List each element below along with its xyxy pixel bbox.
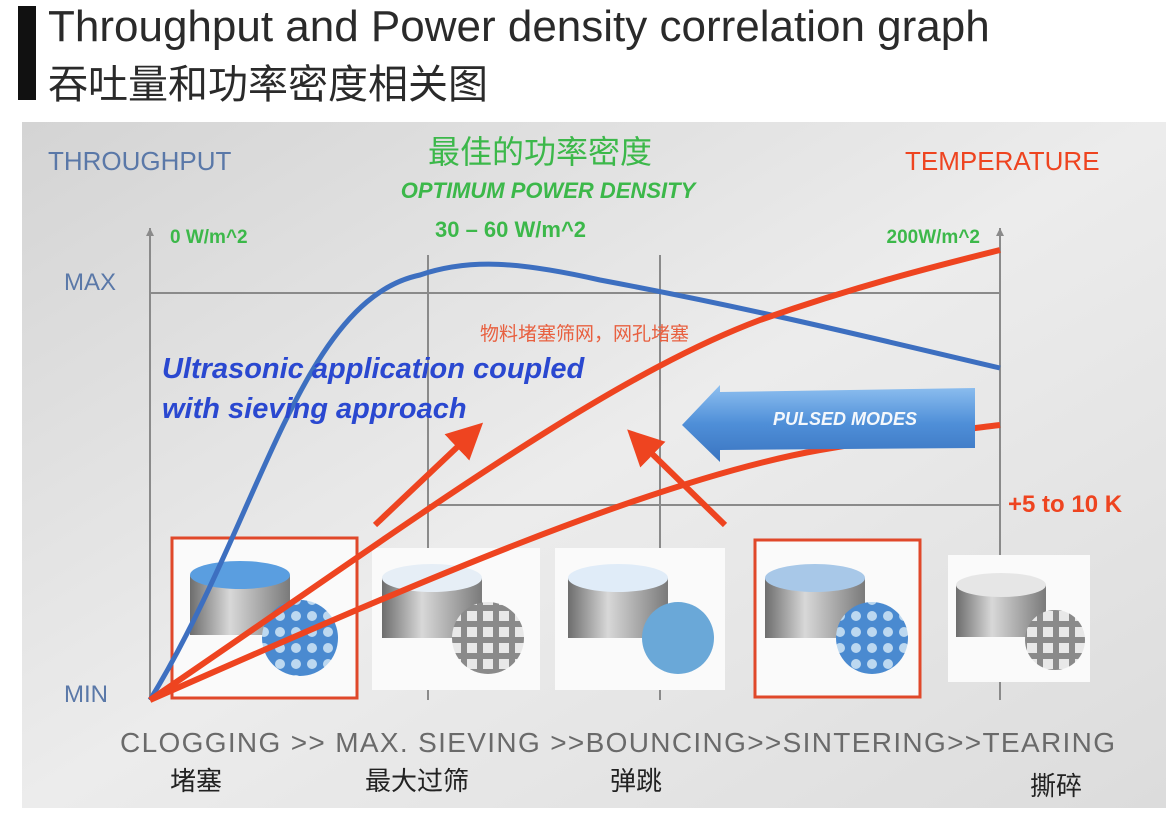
pulsed-modes-label: PULSED MODES: [773, 409, 917, 429]
stage-cn-max-sieving: 最大过筛: [365, 767, 469, 797]
optimum-label-en: OPTIMUM POWER DENSITY: [401, 178, 698, 203]
right-axis-arrow-icon: [996, 228, 1004, 236]
red-arrow-left-icon: [372, 422, 484, 528]
max-label: MAX: [64, 269, 116, 296]
temp-delta-label: +5 to 10 K: [1008, 491, 1123, 518]
throughput-curve: [147, 261, 1001, 702]
temperature-axis-label: TEMPERATURE: [905, 146, 1100, 176]
clogging-annotation-cn: 物料堵塞筛网，网孔堵塞: [480, 323, 689, 345]
optimum-label-cn: 最佳的功率密度: [428, 133, 652, 171]
stage-image-clogging: [170, 536, 359, 700]
ultrasonic-text-line1: Ultrasonic application coupled: [162, 353, 585, 385]
stage-image-tearing: [948, 555, 1090, 682]
red-arrow-right-icon: [627, 429, 728, 528]
stage-image-sintering: [753, 538, 922, 699]
power-tick-200: 200W/m^2: [887, 227, 980, 248]
power-tick-optimum: 30 – 60 W/m^2: [435, 217, 586, 242]
title-chinese: 吞吐量和功率密度相关图: [48, 62, 488, 108]
power-tick-0: 0 W/m^2: [170, 227, 248, 248]
stage-cn-tearing: 撕碎: [1030, 772, 1082, 802]
stage-cn-bouncing: 弹跳: [610, 767, 662, 797]
ultrasonic-text-line2: with sieving approach: [162, 393, 467, 425]
stages-line: CLOGGING >> MAX. SIEVING >>BOUNCING>>SIN…: [120, 727, 1115, 758]
stage-cn-clogging: 堵塞: [170, 767, 222, 797]
min-label: MIN: [64, 681, 108, 708]
title-accent-bar: [18, 6, 36, 100]
stage-image-bouncing: [555, 548, 725, 690]
stage-images: [170, 536, 1090, 700]
temperature-curve-continuous: [148, 247, 1001, 703]
throughput-axis-label: THROUGHPUT: [48, 146, 232, 176]
pulsed-modes-arrow-icon: [682, 385, 975, 462]
left-axis-arrow-icon: [146, 228, 154, 236]
title-english: Throughput and Power density correlation…: [48, 2, 990, 51]
slide-panel: [22, 122, 1166, 808]
